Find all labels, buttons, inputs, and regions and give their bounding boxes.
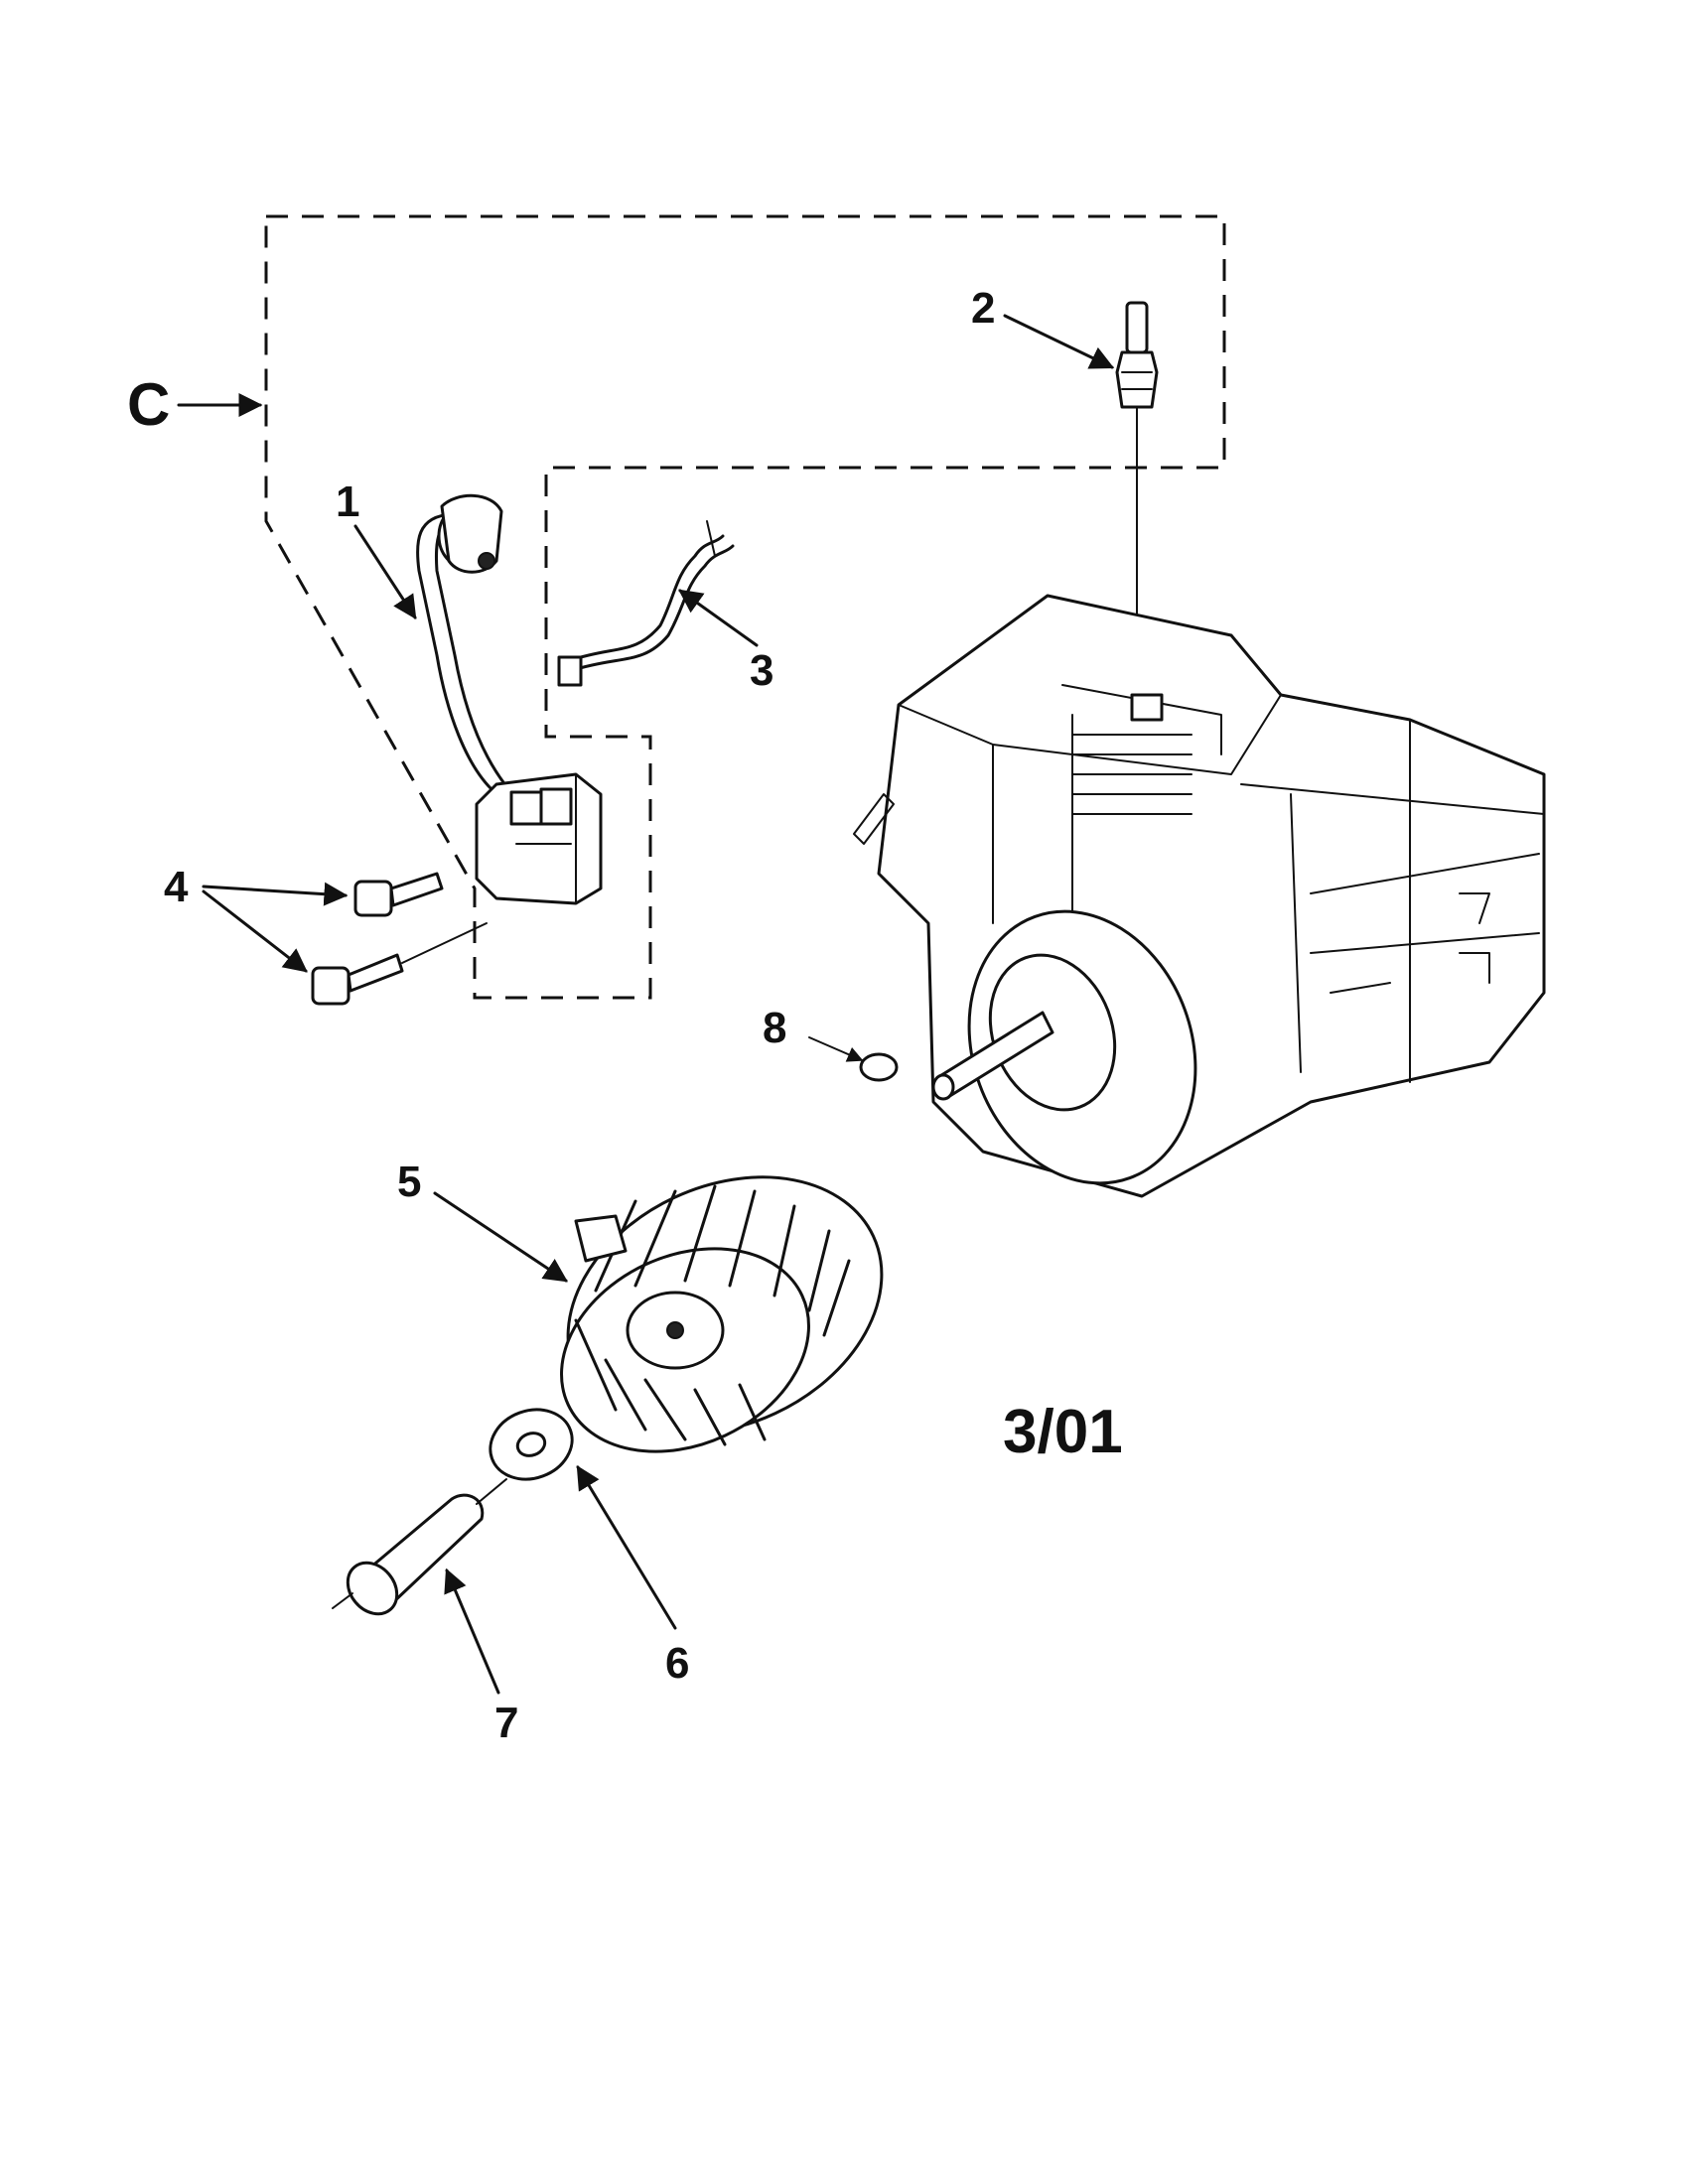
callout-4-arrow-b (202, 889, 308, 973)
flywheel-key (859, 1052, 899, 1082)
callout-6-arrow (576, 1464, 677, 1630)
starter-tube (332, 1478, 507, 1616)
callout-4-arrow-a (202, 882, 349, 906)
washer (489, 1408, 574, 1481)
ground-wire (557, 520, 735, 687)
callout-3: 3 (750, 646, 773, 695)
dashed-group-boundary (264, 214, 1226, 1000)
callout-7-arrow (444, 1568, 500, 1695)
ignition-coil (416, 493, 603, 905)
callout-5: 5 (397, 1158, 421, 1206)
callout-8-arrow (808, 1036, 864, 1062)
callout-1-arrow (353, 524, 417, 620)
callout-5-arrow (433, 1191, 568, 1283)
callout-2-arrow (1003, 314, 1115, 369)
spark-plug (1115, 301, 1159, 696)
date-code: 3/01 (1003, 1398, 1123, 1466)
mounting-screws (311, 872, 488, 1006)
engine-block (853, 594, 1546, 1198)
callout-2: 2 (971, 284, 995, 333)
section-label-c: C (127, 371, 170, 438)
callout-3-arrow (678, 589, 759, 647)
flywheel (560, 1175, 884, 1453)
callout-7: 7 (494, 1699, 518, 1747)
callout-6: 6 (665, 1639, 689, 1688)
callout-1: 1 (336, 478, 359, 526)
callout-4: 4 (164, 863, 189, 911)
callout-8: 8 (763, 1004, 786, 1052)
